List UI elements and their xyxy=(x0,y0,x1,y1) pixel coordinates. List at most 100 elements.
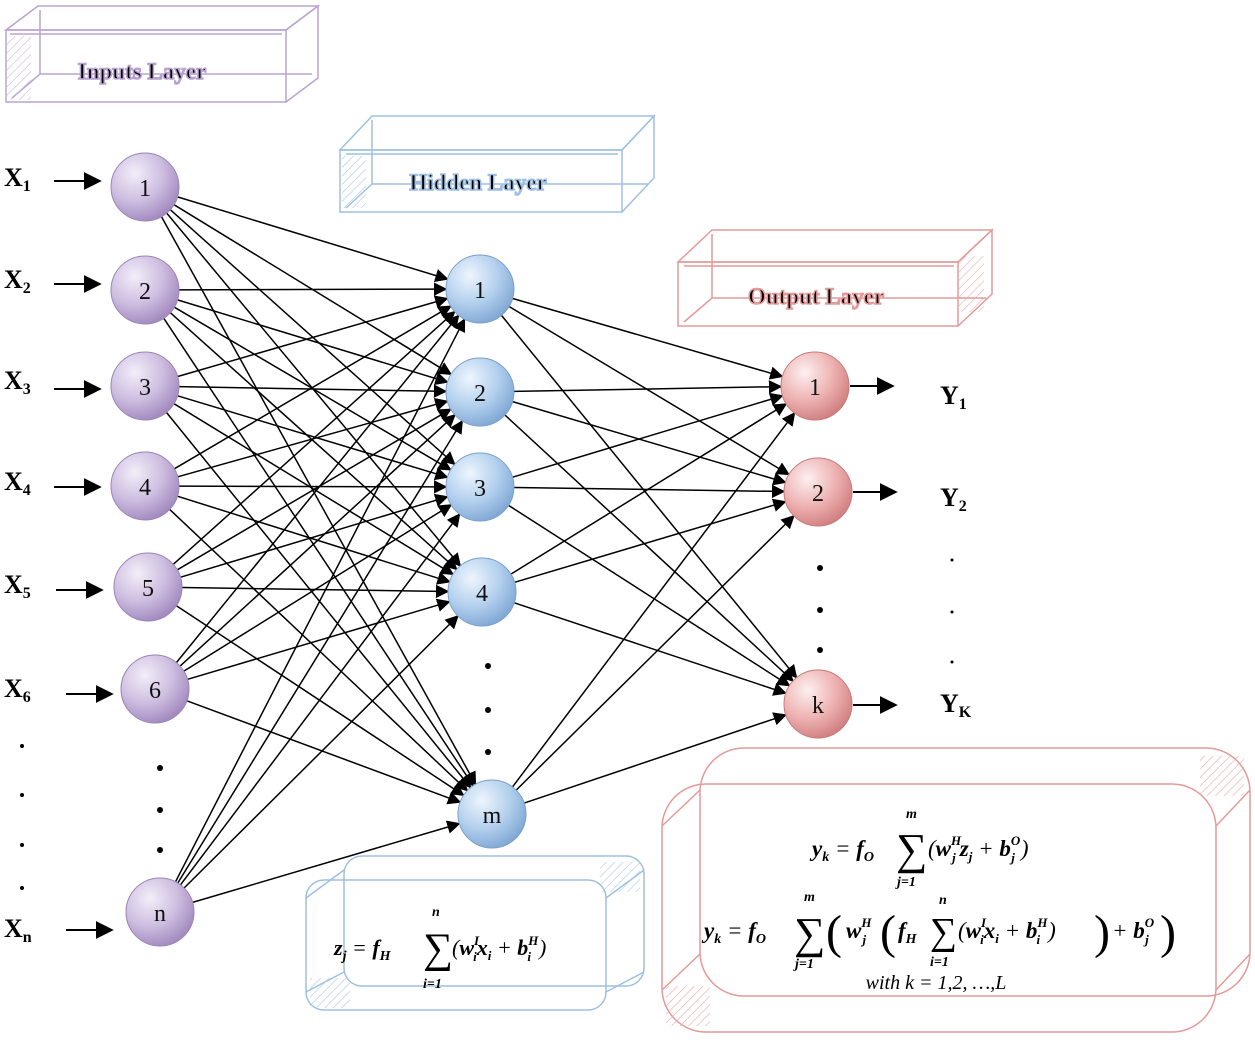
edge-input-hidden-0-0 xyxy=(177,196,449,283)
inputs-layer-title: Inputs Layer xyxy=(78,59,206,84)
edge-hidden-output-3-2 xyxy=(514,602,787,696)
input-label-x3: X3 xyxy=(4,366,31,398)
open-paren-inner: ( xyxy=(880,906,896,959)
svg-text:i=1: i=1 xyxy=(930,955,949,970)
input-label-x1: X1 xyxy=(4,163,31,195)
edge-hidden-output-0-0 xyxy=(512,297,784,380)
input-node-2: 2 xyxy=(110,255,180,325)
svg-text:yk = fO: yk = fO xyxy=(809,836,874,865)
edge-hidden-output-1-1 xyxy=(512,400,787,486)
hidden-node-2: 2 xyxy=(445,357,515,427)
edge-input-hidden-2-4 xyxy=(165,411,472,789)
svg-text:n: n xyxy=(154,901,166,927)
edge-hidden-output-2-2 xyxy=(508,504,791,687)
svg-text:fH: fH xyxy=(898,918,918,947)
svg-text:wHj: wHj xyxy=(846,915,872,947)
svg-text:2: 2 xyxy=(474,381,486,407)
svg-text:2: 2 xyxy=(139,279,151,305)
edge-hidden-output-3-0 xyxy=(510,403,788,575)
hidden-sum-symbol: ∑ xyxy=(423,926,453,972)
output-label-y1: Y1 xyxy=(940,381,967,413)
input-label-xn: Xn xyxy=(4,914,32,946)
output-sum-symbol-2: ∑ xyxy=(794,909,825,958)
hidden-equation-box xyxy=(305,855,645,1011)
edge-input-hidden-5-0 xyxy=(175,314,460,664)
output-label-yk: YK xyxy=(940,689,972,721)
svg-text:4: 4 xyxy=(476,581,488,607)
edge-input-hidden-2-0 xyxy=(177,295,449,378)
edge-hidden-output-0-2 xyxy=(500,314,798,679)
output-label-y2: Y2 xyxy=(940,483,967,515)
close-paren-outer: ) xyxy=(1160,906,1176,959)
output-sum-symbol-1: ∑ xyxy=(896,825,927,874)
edge-hidden-output-1-0 xyxy=(513,380,783,394)
output-layer-box: Output Layer xyxy=(676,228,994,327)
output-labels: Y1 Y2 YK xyxy=(940,381,972,721)
edge-input-hidden-6-0 xyxy=(174,317,466,883)
output-layer-title: Output Layer xyxy=(748,284,884,309)
input-node-3: 3 xyxy=(110,351,180,421)
svg-text:zj = fH: zj = fH xyxy=(333,935,392,964)
svg-text:n: n xyxy=(939,893,947,908)
svg-text:5: 5 xyxy=(142,576,154,602)
edge-input-hidden-2-1 xyxy=(178,384,448,398)
edge-hidden-output-4-1 xyxy=(515,514,795,791)
hidden-ellipsis xyxy=(485,663,491,755)
edge-input-hidden-3-0 xyxy=(173,305,452,470)
hidden-layer-box: Hidden Layer xyxy=(338,114,656,213)
open-paren-outer: ( xyxy=(826,906,842,959)
edge-input-hidden-5-1 xyxy=(179,413,456,667)
svg-text:6: 6 xyxy=(149,678,161,704)
svg-text:1: 1 xyxy=(474,278,486,304)
svg-text:n: n xyxy=(432,905,440,920)
svg-text:2: 2 xyxy=(812,481,824,507)
edge-input-hidden-5-3 xyxy=(187,598,451,681)
edge-hidden-output-4-2 xyxy=(523,712,788,804)
svg-text:3: 3 xyxy=(474,476,486,502)
output-sum-symbol-3: ∑ xyxy=(930,911,957,953)
edge-input-hidden-1-1 xyxy=(177,299,449,386)
edge-hidden-output-3-1 xyxy=(514,498,787,584)
close-paren-inner: ) xyxy=(1094,906,1110,959)
edge-input-hidden-4-0 xyxy=(172,310,456,565)
svg-text:j=1: j=1 xyxy=(793,957,814,972)
svg-text:m: m xyxy=(906,807,917,822)
input-label-x4: X4 xyxy=(4,467,31,499)
hidden-output-connections xyxy=(500,297,798,804)
input-hidden-connections xyxy=(160,196,477,904)
output-node-k: k xyxy=(783,669,853,739)
input-labels: X1 X2 X3 X4 X5 X6 Xn xyxy=(4,163,32,946)
edge-input-hidden-5-4 xyxy=(186,700,462,805)
edge-input-hidden-1-4 xyxy=(163,317,474,787)
hidden-node-1: 1 xyxy=(445,254,515,324)
svg-text:m: m xyxy=(483,803,502,829)
svg-text:1: 1 xyxy=(139,176,151,202)
svg-text:k: k xyxy=(812,693,824,719)
input-label-x6: X6 xyxy=(4,674,31,706)
svg-text:i=1: i=1 xyxy=(423,977,442,992)
hidden-layer-title: Hidden Layer xyxy=(409,170,546,195)
edge-hidden-output-2-0 xyxy=(512,392,784,478)
edge-input-hidden-6-1 xyxy=(177,419,463,884)
input-label-x5: X5 xyxy=(4,570,31,602)
input-node-n: n xyxy=(125,877,195,947)
with-clause: with k = 1,2, …,L xyxy=(866,972,1007,994)
hidden-node-m: m xyxy=(457,779,527,849)
hidden-node-4: 4 xyxy=(447,557,517,627)
edge-input-hidden-1-3 xyxy=(169,312,458,571)
input-label-x2: X2 xyxy=(4,265,31,297)
edge-input-hidden-1-0 xyxy=(178,282,448,296)
input-node-6: 6 xyxy=(120,654,190,724)
edge-hidden-output-1-2 xyxy=(504,414,794,682)
svg-text:3: 3 xyxy=(139,375,151,401)
input-arrows xyxy=(54,172,114,939)
edge-input-hidden-3-2 xyxy=(178,480,448,494)
edge-input-hidden-3-4 xyxy=(169,508,469,792)
input-ellipsis-nodes xyxy=(157,765,163,853)
svg-text:1: 1 xyxy=(809,375,821,401)
